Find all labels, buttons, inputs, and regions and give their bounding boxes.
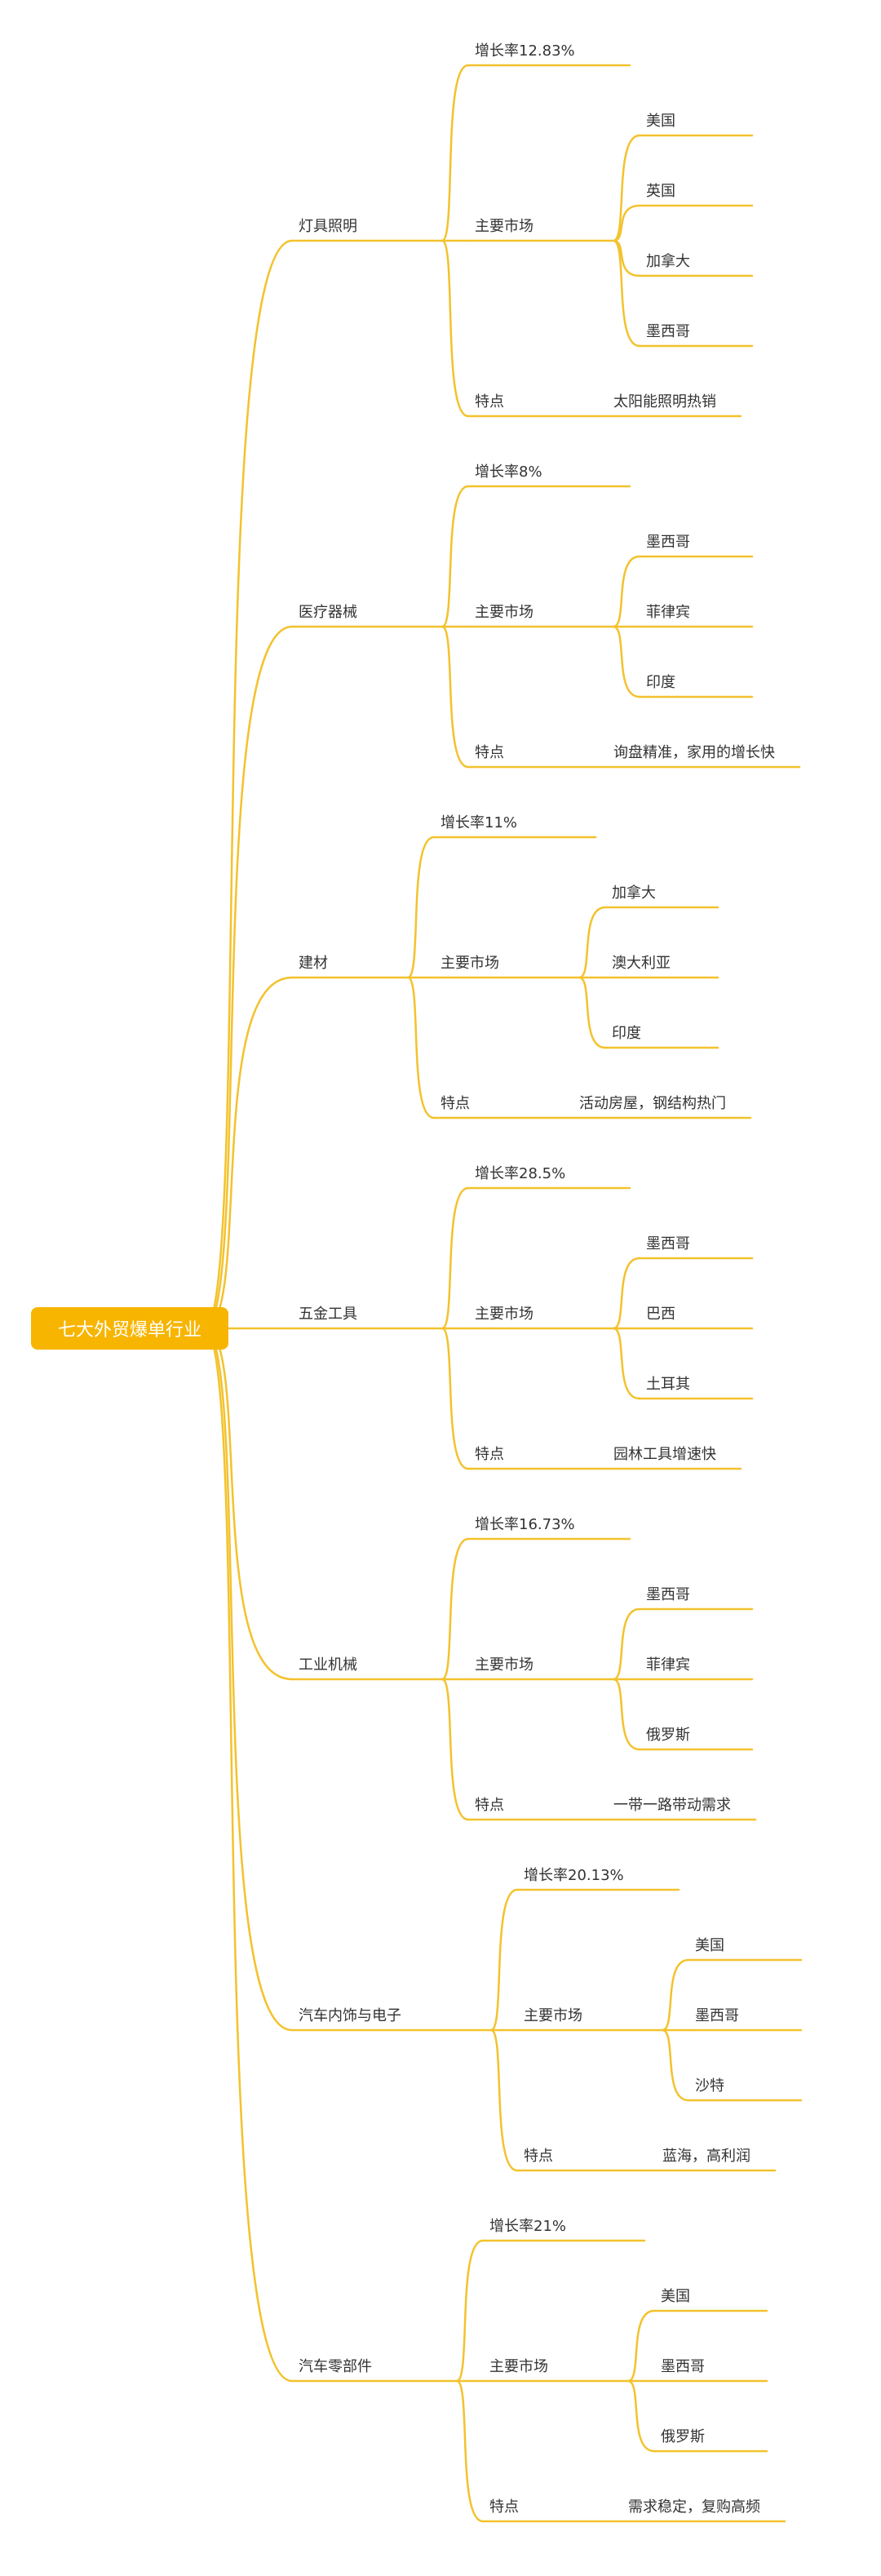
feature-text: 园林工具增速快 (613, 1446, 716, 1463)
feature-text: 一带一路带动需求 (613, 1797, 731, 1814)
market-link (612, 239, 641, 348)
branch-link (440, 1537, 470, 1681)
branch-link (440, 625, 470, 769)
market-link (612, 1327, 641, 1400)
market-link (578, 976, 607, 1049)
feature-label: 特点 (475, 1446, 504, 1463)
feature-label: 特点 (524, 2148, 553, 2165)
feature-label: 特点 (475, 1797, 504, 1814)
market-item: 墨西哥 (695, 2007, 739, 2024)
market-link (612, 1678, 641, 1751)
market-link (612, 625, 641, 698)
growth-rate: 增长率8% (475, 463, 542, 481)
market-link (578, 906, 607, 979)
branch-link (455, 2379, 485, 2523)
industry-node[interactable]: 汽车内饰与电子 (299, 2007, 401, 2024)
market-item: 美国 (661, 2288, 690, 2305)
market-label: 主要市场 (440, 955, 499, 972)
market-label: 主要市场 (489, 2358, 548, 2375)
industry-node[interactable]: 建材 (299, 955, 328, 972)
market-item: 加拿大 (646, 253, 690, 270)
feature-text: 太阳能照明热销 (613, 393, 716, 410)
market-item: 菲律宾 (646, 604, 690, 621)
branch-link (440, 239, 470, 418)
market-item: 美国 (695, 1937, 724, 1954)
market-item: 印度 (646, 674, 675, 691)
root-link (202, 1327, 294, 2383)
root-node[interactable]: 七大外贸爆单行业 (31, 1307, 228, 1350)
growth-rate: 增长率16.73% (475, 1516, 575, 1533)
growth-rate: 增长率12.83% (475, 42, 575, 60)
industry-node[interactable]: 工业机械 (299, 1656, 357, 1674)
market-link (612, 1257, 641, 1330)
branch-link (489, 2028, 519, 2172)
market-item: 俄罗斯 (646, 1727, 690, 1744)
market-item: 墨西哥 (646, 1235, 690, 1253)
market-item: 俄罗斯 (661, 2428, 705, 2445)
feature-text: 需求稳定，复购高频 (628, 2498, 760, 2516)
branch-link (489, 1888, 519, 2032)
market-item: 沙特 (695, 2077, 724, 2095)
market-link (661, 2028, 690, 2102)
market-item: 巴西 (646, 1306, 675, 1323)
market-link (661, 1958, 690, 2032)
feature-text: 活动房屋，钢结构热门 (579, 1095, 726, 1112)
feature-label: 特点 (440, 1095, 470, 1112)
feature-label: 特点 (475, 744, 504, 761)
growth-rate: 增长率21% (489, 2218, 567, 2235)
market-link (626, 2309, 656, 2383)
growth-rate: 增长率11% (440, 814, 518, 831)
market-link (612, 134, 641, 242)
feature-text: 蓝海，高利润 (662, 2148, 750, 2165)
market-link (626, 2379, 656, 2453)
market-item: 澳大利亚 (612, 955, 671, 972)
root-link (202, 1327, 294, 1681)
market-item: 菲律宾 (646, 1656, 690, 1674)
market-label: 主要市场 (524, 2007, 582, 2024)
industry-node[interactable]: 五金工具 (299, 1306, 357, 1323)
branch-link (440, 1678, 470, 1821)
root-link (202, 976, 294, 1330)
market-item: 英国 (646, 183, 675, 200)
branch-link (440, 64, 470, 242)
market-item: 墨西哥 (646, 534, 690, 551)
feature-text: 询盘精准，家用的增长快 (613, 744, 775, 761)
market-link (612, 555, 641, 628)
feature-label: 特点 (489, 2498, 519, 2516)
market-item: 印度 (612, 1025, 641, 1042)
market-link (612, 239, 641, 277)
industry-node[interactable]: 汽车零部件 (299, 2358, 372, 2375)
market-item: 墨西哥 (646, 1586, 690, 1603)
branch-link (455, 2239, 485, 2383)
industry-node[interactable]: 医疗器械 (299, 604, 357, 621)
market-link (612, 204, 641, 242)
market-label: 主要市场 (475, 604, 533, 621)
branch-link (440, 485, 470, 628)
root-link (202, 1327, 294, 2032)
industry-node[interactable]: 灯具照明 (299, 218, 357, 235)
branch-link (440, 1327, 470, 1470)
root-link (202, 625, 294, 1330)
market-item: 美国 (646, 113, 675, 130)
market-item: 墨西哥 (646, 323, 690, 340)
market-item: 墨西哥 (661, 2358, 705, 2375)
branch-link (440, 1186, 470, 1330)
feature-label: 特点 (475, 393, 504, 410)
market-item: 土耳其 (646, 1376, 690, 1393)
branch-link (406, 976, 436, 1120)
market-link (612, 1607, 641, 1681)
branch-link (406, 836, 436, 979)
growth-rate: 增长率28.5% (475, 1165, 566, 1182)
market-item: 加拿大 (612, 885, 656, 902)
market-label: 主要市场 (475, 1306, 533, 1323)
root-link (202, 239, 294, 1330)
growth-rate: 增长率20.13% (524, 1867, 624, 1884)
market-label: 主要市场 (475, 1656, 533, 1674)
market-label: 主要市场 (475, 218, 533, 235)
